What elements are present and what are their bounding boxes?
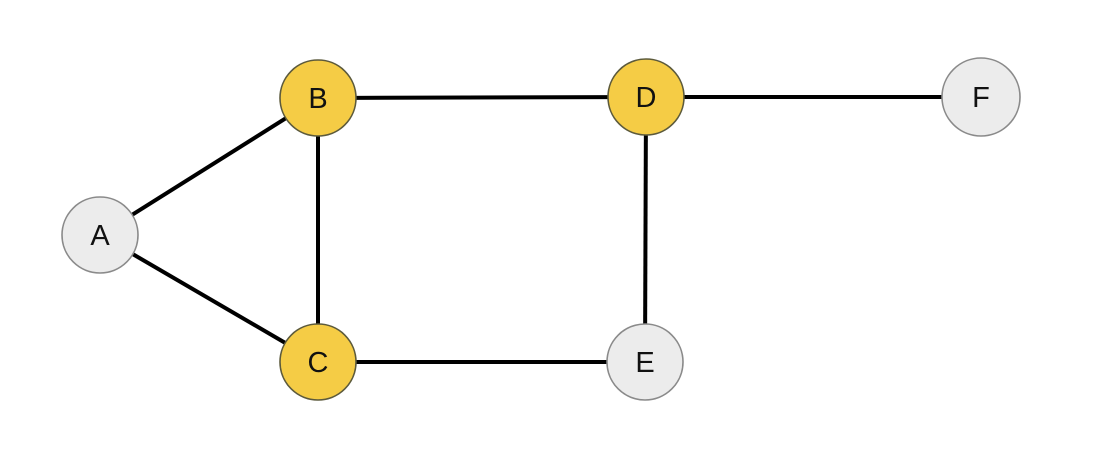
graph-node-f[interactable]: F: [941, 57, 1021, 137]
graph-edge-a-c[interactable]: [130, 251, 288, 346]
node-layer: A B C D E F: [61, 57, 1021, 401]
graph-node-circle-b[interactable]: [279, 59, 357, 137]
graph-node-circle-f[interactable]: [941, 57, 1021, 137]
graph-node-e[interactable]: E: [606, 323, 684, 401]
graph-node-d[interactable]: D: [607, 58, 685, 136]
graph-node-circle-e[interactable]: [606, 323, 684, 401]
graph-node-c[interactable]: C: [279, 323, 357, 401]
graph-node-circle-c[interactable]: [279, 323, 357, 401]
graph-node-a[interactable]: A: [61, 196, 139, 274]
edge-layer: [130, 95, 943, 364]
graph-edge-b-d[interactable]: [354, 95, 610, 100]
graph-edge-a-b[interactable]: [130, 115, 288, 218]
graph-node-circle-d[interactable]: [607, 58, 685, 136]
graph-node-b[interactable]: B: [279, 59, 357, 137]
graph-edge-d-e[interactable]: [643, 133, 648, 326]
graph-node-circle-a[interactable]: [61, 196, 139, 274]
